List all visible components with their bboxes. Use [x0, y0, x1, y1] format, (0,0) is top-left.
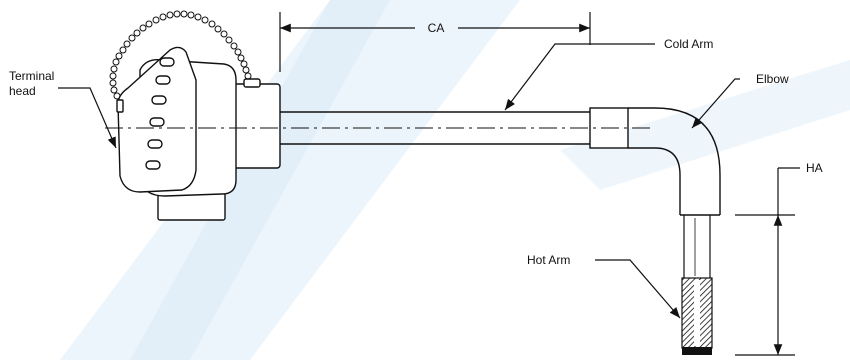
bead-chain [109, 10, 252, 106]
ha-dimension [735, 167, 800, 356]
ca-dimension [279, 12, 591, 72]
terminal-head-leader [58, 87, 117, 149]
hot-arm-label: Hot Arm [527, 253, 570, 267]
leader-lines [58, 43, 740, 319]
hot-arm-leader [595, 259, 681, 319]
terminal-head-neck [229, 83, 281, 169]
hot-arm [681, 215, 713, 355]
ca-label: CA [428, 21, 445, 35]
terminal-head-label-line1: Terminal [9, 69, 54, 83]
cold-arm-leader [504, 43, 655, 111]
cold-arm [280, 111, 590, 145]
terminal-head [116, 46, 281, 221]
cold-arm-label: Cold Arm [664, 37, 713, 51]
elbow-leader [691, 78, 740, 129]
elbow-label: Elbow [756, 72, 789, 86]
terminal-head-label-line2: head [9, 84, 36, 98]
ha-label: HA [806, 161, 823, 175]
